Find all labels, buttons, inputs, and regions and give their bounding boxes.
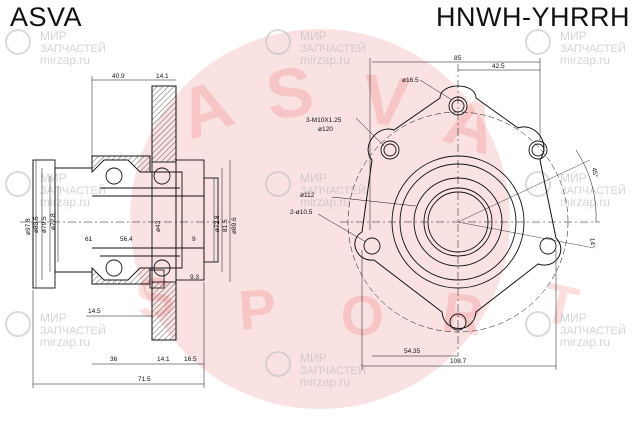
dim-108-7: 108.7	[450, 358, 467, 365]
watermark-disc	[130, 29, 510, 409]
watermark-text: МИР	[560, 171, 587, 185]
dim-d16-5: ø16.5	[402, 77, 419, 84]
watermark-letter: R	[438, 279, 487, 347]
dim-d89-6: ø89.6	[231, 217, 238, 234]
watermark-pin-icon	[5, 311, 31, 337]
watermark-text: ЗАПЧАСТЕЙ	[40, 184, 106, 197]
watermark-text: МИР	[40, 29, 67, 43]
dim-14-1-top: 14.1	[156, 73, 169, 80]
watermark-text: mirzap.ru	[300, 375, 350, 389]
watermark-text: mirzap.ru	[300, 195, 350, 209]
watermark-pin-icon	[5, 171, 31, 197]
watermark-text: ЗАПЧАСТЕЙ	[560, 324, 626, 337]
dim-40-9: 40.9	[112, 73, 125, 80]
dim-9: 9	[192, 236, 196, 243]
dim-54-35: 54.35	[404, 348, 421, 355]
watermark-text: mirzap.ru	[560, 335, 610, 349]
dim-d72-8-right: ø72.8	[214, 215, 221, 232]
dim-d120: ø120	[318, 126, 333, 133]
dim-14-5: 14.5	[88, 308, 101, 315]
dim-d97-8: ø97.8	[25, 218, 32, 235]
watermark-text: mirzap.ru	[40, 195, 90, 209]
watermark-text: МИР	[560, 29, 587, 43]
dim-2-d10-5: 2-ø10.5	[290, 209, 313, 216]
watermark-pin-icon	[525, 29, 551, 55]
dim-d79-5: ø79.5	[41, 216, 48, 233]
watermark-pin-icon	[5, 29, 31, 55]
watermark-letter: P	[236, 277, 278, 342]
dim-16-5: 16.5	[184, 356, 197, 363]
dim-d112: ø112	[300, 192, 315, 199]
watermark-text: ЗАПЧАСТЕЙ	[40, 324, 106, 337]
dim-56-4: 56.4	[120, 236, 133, 243]
watermark-labels: МИРЗАПЧАСТЕЙmirzap.ruМИРЗАПЧАСТЕЙmirzap.…	[5, 29, 626, 389]
watermark: ASVASPORT МИРЗАПЧАСТЕЙmirzap.ruМИРЗАПЧАС…	[5, 29, 626, 409]
watermark-letter: V	[358, 59, 413, 141]
watermark-pin-icon	[265, 171, 291, 197]
watermark-text: ЗАПЧАСТЕЙ	[40, 42, 106, 55]
dim-angle-45: 45°	[590, 167, 600, 178]
watermark-text: mirzap.ru	[40, 53, 90, 67]
watermark-text: ЗАПЧАСТЕЙ	[560, 42, 626, 55]
part-number: HNWH-YHRRH	[436, 2, 630, 32]
dim-81-5: 81.5	[222, 219, 229, 232]
dim-angle-14: 14°	[588, 237, 597, 248]
watermark-text: mirzap.ru	[560, 53, 610, 67]
watermark-text: mirzap.ru	[300, 53, 350, 67]
front-view	[317, 58, 600, 370]
dim-14-1-bottom: 14.1	[157, 356, 170, 363]
dim-d43: ø43	[155, 220, 162, 232]
watermark-text: МИР	[40, 171, 67, 185]
dim-71-5: 71.5	[138, 376, 151, 383]
watermark-pin-icon	[525, 311, 551, 337]
watermark-pin-icon	[265, 351, 291, 377]
dim-d72-8-left: ø72.8	[50, 213, 57, 230]
watermark-letter: S	[261, 51, 318, 135]
watermark-text: ЗАПЧАСТЕЙ	[300, 184, 366, 197]
watermark-text: МИР	[300, 171, 327, 185]
front-view-dimensions: 85 42.5 ø16.5 3-M10X1.25 ø120 ø112 2-ø10…	[290, 55, 600, 365]
dim-61: 61	[85, 236, 93, 243]
dim-42-5: 42.5	[492, 63, 505, 70]
dim-85: 85	[454, 55, 462, 62]
dim-thread: 3-M10X1.25	[306, 117, 342, 124]
watermark-text: mirzap.ru	[40, 335, 90, 349]
dim-d83-5: ø83.5	[33, 216, 40, 233]
side-section-view	[20, 76, 231, 388]
watermark-text: МИР	[560, 311, 587, 325]
watermark-text: mirzap.ru	[560, 195, 610, 209]
watermark-text: МИР	[40, 311, 67, 325]
watermark-text: ЗАПЧАСТЕЙ	[300, 42, 366, 55]
dim-9-3: 9.3	[190, 274, 199, 281]
watermark-letter: O	[340, 283, 386, 347]
watermark-text: ЗАПЧАСТЕЙ	[560, 184, 626, 197]
watermark-text: МИР	[300, 29, 327, 43]
dim-36: 36	[110, 356, 118, 363]
watermark-text: МИР	[300, 351, 327, 365]
side-view-dimensions: 40.9 14.1 ø97.8 ø83.5 ø79.5 ø72.8 61 56.…	[25, 73, 238, 383]
brand-title: ASVA	[10, 2, 83, 32]
watermark-text: ЗАПЧАСТЕЙ	[300, 364, 366, 377]
watermark-pin-icon	[525, 171, 551, 197]
watermark-pin-icon	[265, 29, 291, 55]
